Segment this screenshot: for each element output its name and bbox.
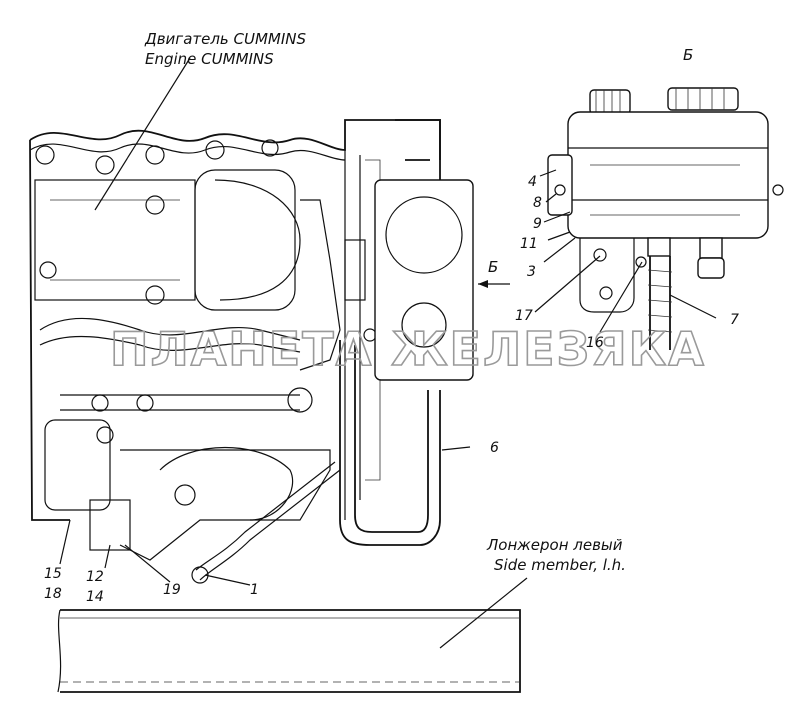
callout-3: 3 (527, 264, 536, 280)
reservoir-detail (547, 87, 784, 350)
engine-block (29, 119, 441, 584)
callout-15: 15 (44, 566, 62, 582)
callout-18: 18 (44, 586, 62, 602)
callout-12: 12 (86, 569, 104, 585)
engine-caption-en: Engine CUMMINS (145, 50, 274, 68)
callout-8: 8 (533, 195, 542, 211)
frame-caption-en: Side member, l.h. (494, 556, 626, 574)
engine-caption-ru: Двигатель CUMMINS (144, 30, 307, 48)
callout-9: 9 (533, 216, 542, 232)
callout-11: 11 (520, 236, 538, 252)
callout-numbers: 4 8 9 11 3 17 7 16 6 1 19 12 14 15 18 (44, 174, 739, 605)
callout-19: 19 (163, 582, 181, 598)
view-arrow-label: Б (488, 258, 498, 276)
callout-17: 17 (515, 308, 533, 324)
frame-caption-ru: Лонжерон левый (486, 536, 623, 554)
callout-7: 7 (730, 312, 739, 328)
callout-16: 16 (586, 335, 604, 351)
view-label: Б (683, 46, 693, 64)
view-arrow-icon (478, 280, 488, 288)
leader-lines (59, 57, 717, 649)
bracket-plate (374, 119, 474, 381)
watermark-text: ПЛАНЕТА ЖЕЛЕЗЯКА (110, 322, 706, 376)
callout-14: 14 (86, 589, 104, 605)
side-member (57, 609, 521, 693)
callout-4: 4 (528, 174, 537, 190)
callout-1: 1 (250, 582, 259, 598)
callout-6: 6 (490, 440, 499, 456)
